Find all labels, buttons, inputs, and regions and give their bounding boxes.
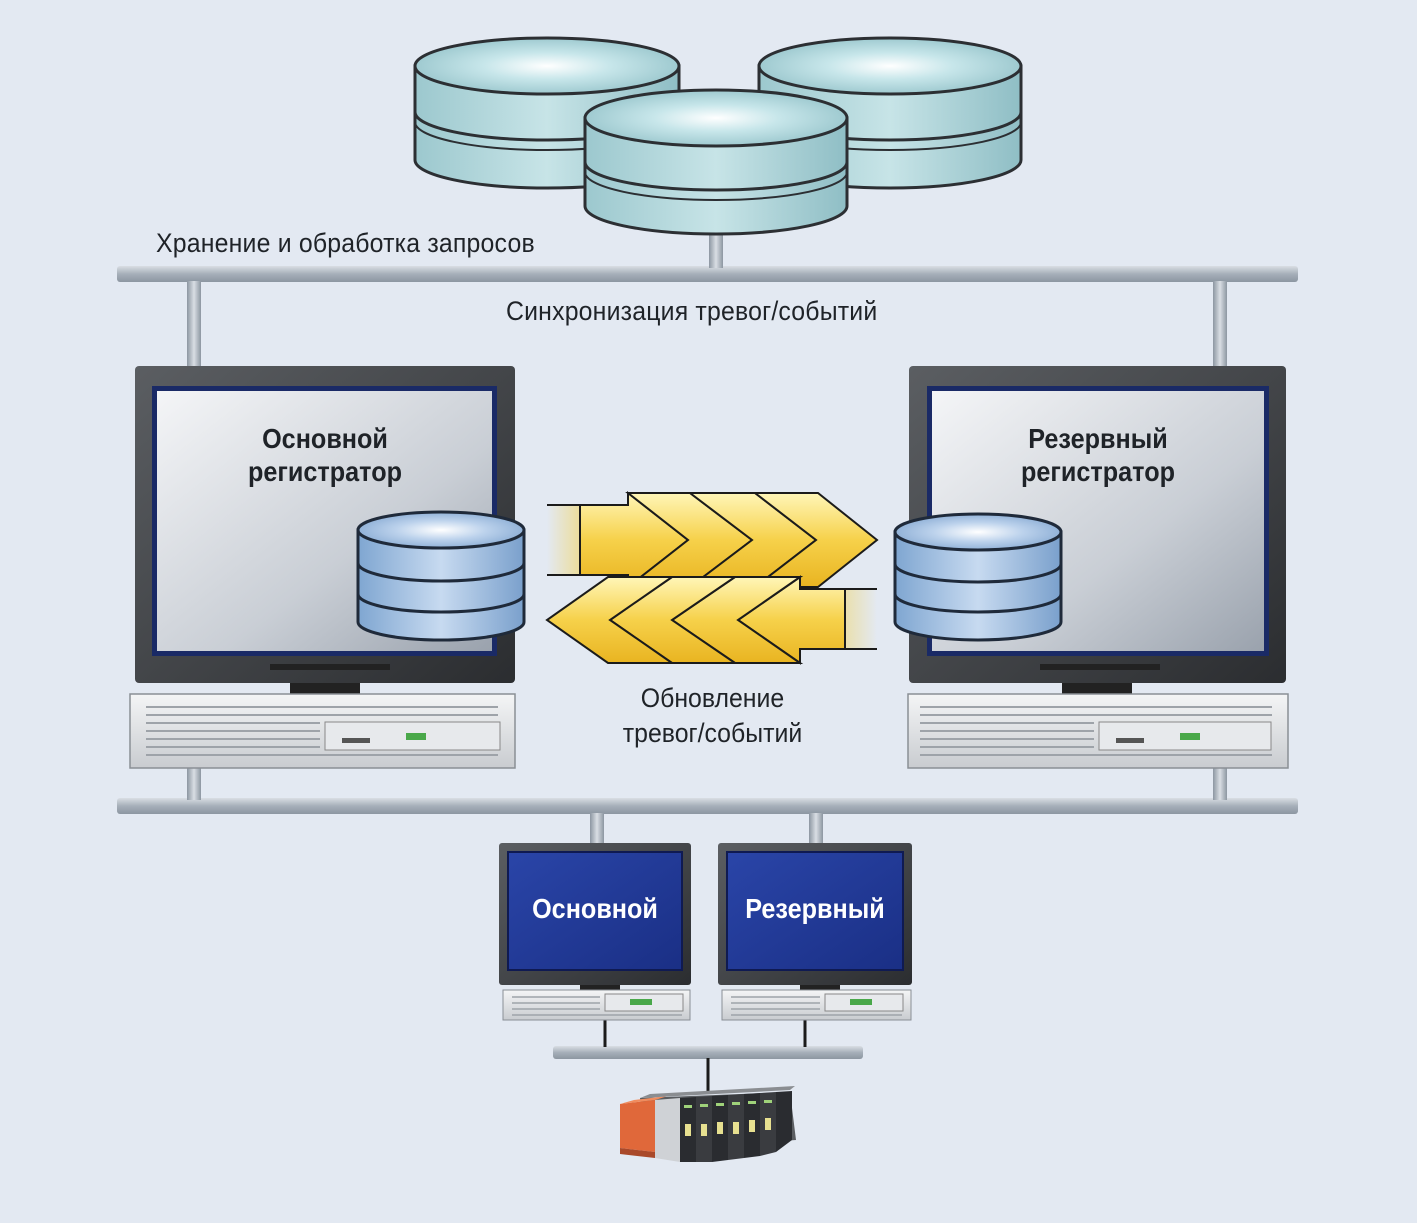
primary-station-label: Основной: [532, 893, 658, 924]
backup-logger-title-line1: Резервный: [1028, 423, 1168, 454]
primary-logger-title-line2: регистратор: [248, 456, 402, 487]
backup-station-label: Резервный: [745, 893, 885, 924]
arrow-left-4: [545, 576, 676, 664]
backup-logger-title: Резервный регистратор: [990, 422, 1206, 488]
primary-station: [499, 843, 691, 1021]
primary-logger-title: Основной регистратор: [217, 422, 433, 488]
connector-station-backup: [809, 813, 823, 845]
backup-logger-database: [893, 512, 1063, 642]
storage-label: Хранение и обработка запросов: [156, 228, 535, 258]
connector-backup-bottom: [1213, 768, 1227, 800]
storage-database-center: [583, 88, 849, 236]
middle-bus: [117, 798, 1298, 814]
arrow-right-4: [752, 492, 879, 588]
connector-primary-top: [187, 281, 201, 367]
primary-logger-database: [356, 510, 526, 642]
connector-primary-bottom: [187, 768, 201, 800]
arrows-to-backup: [547, 490, 879, 590]
top-bus: [117, 266, 1298, 282]
update-label-line1: Обновление: [640, 683, 785, 713]
update-label: Обновление тревог/событий: [590, 681, 835, 751]
sync-label: Синхронизация тревог/событий: [506, 296, 878, 326]
connector-db-to-bus: [709, 232, 723, 268]
connector-backup-top: [1213, 281, 1227, 367]
arrows-to-primary: [545, 575, 877, 665]
plc-rack: [620, 1086, 796, 1162]
field-bus: [553, 1046, 863, 1059]
backup-logger-title-line2: регистратор: [1021, 456, 1175, 487]
backup-station: [718, 843, 912, 1021]
update-label-line2: тревог/событий: [622, 718, 803, 748]
connector-station-primary: [590, 813, 604, 845]
primary-logger-title-line1: Основной: [262, 423, 388, 454]
